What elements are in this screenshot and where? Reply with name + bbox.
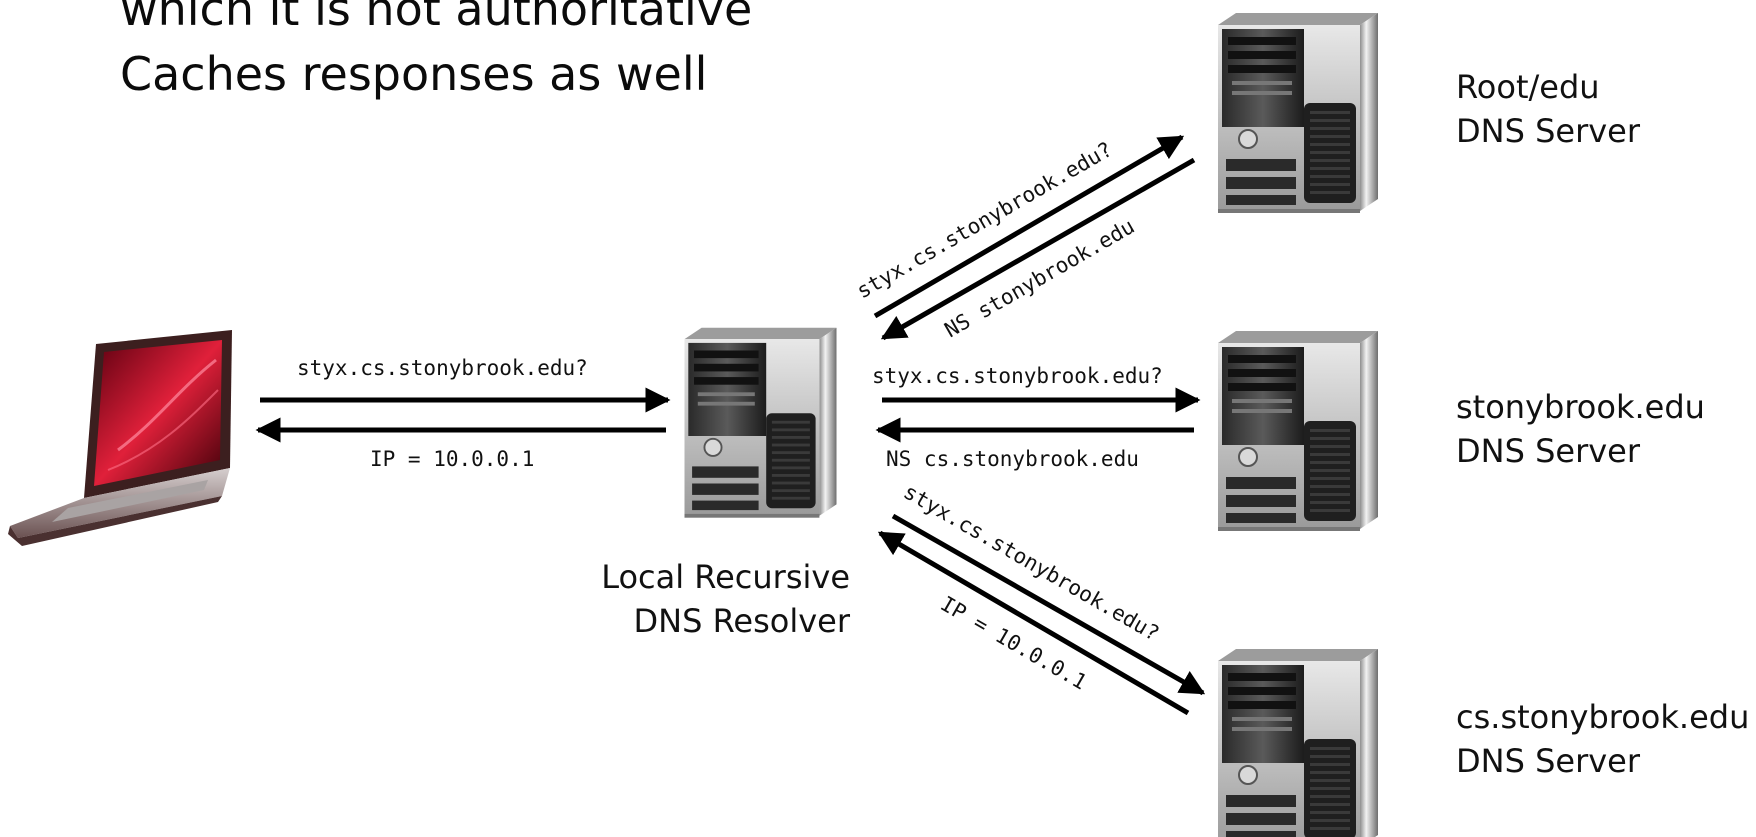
arrow-cs-reply [877,530,1190,716]
root-label-line2: DNS Server [1456,112,1641,150]
cs-label-line2: DNS Server [1456,742,1641,780]
bullet-caches: Caches responses as well [120,47,708,101]
label-client-query: styx.cs.stonybrook.edu? [297,356,588,380]
stonybrook-label-line2: DNS Server [1456,432,1641,470]
arrow-root-reply [880,157,1196,341]
arrow-cs-query [891,513,1206,696]
cs-server-icon [1217,648,1379,837]
stonybrook-label-line1: stonybrook.edu [1456,388,1705,426]
bullet-authoritative: which it is not authoritative [120,0,753,36]
label-stonybrook-reply: NS cs.stonybrook.edu [886,447,1139,471]
resolver-label-line1: Local Recursive [601,558,850,596]
root-label-line1: Root/edu [1456,68,1600,106]
label-client-reply: IP = 10.0.0.1 [370,447,534,471]
stonybrook-server-icon [1217,330,1379,532]
resolver-server-icon [683,326,838,519]
laptop-icon [8,330,232,546]
arrow-root-query [873,134,1185,319]
cs-label-line1: cs.stonybrook.edu [1456,698,1749,736]
label-stonybrook-query: styx.cs.stonybrook.edu? [872,364,1163,388]
root-server-icon [1217,12,1379,214]
resolver-label-line2: DNS Resolver [634,602,851,640]
